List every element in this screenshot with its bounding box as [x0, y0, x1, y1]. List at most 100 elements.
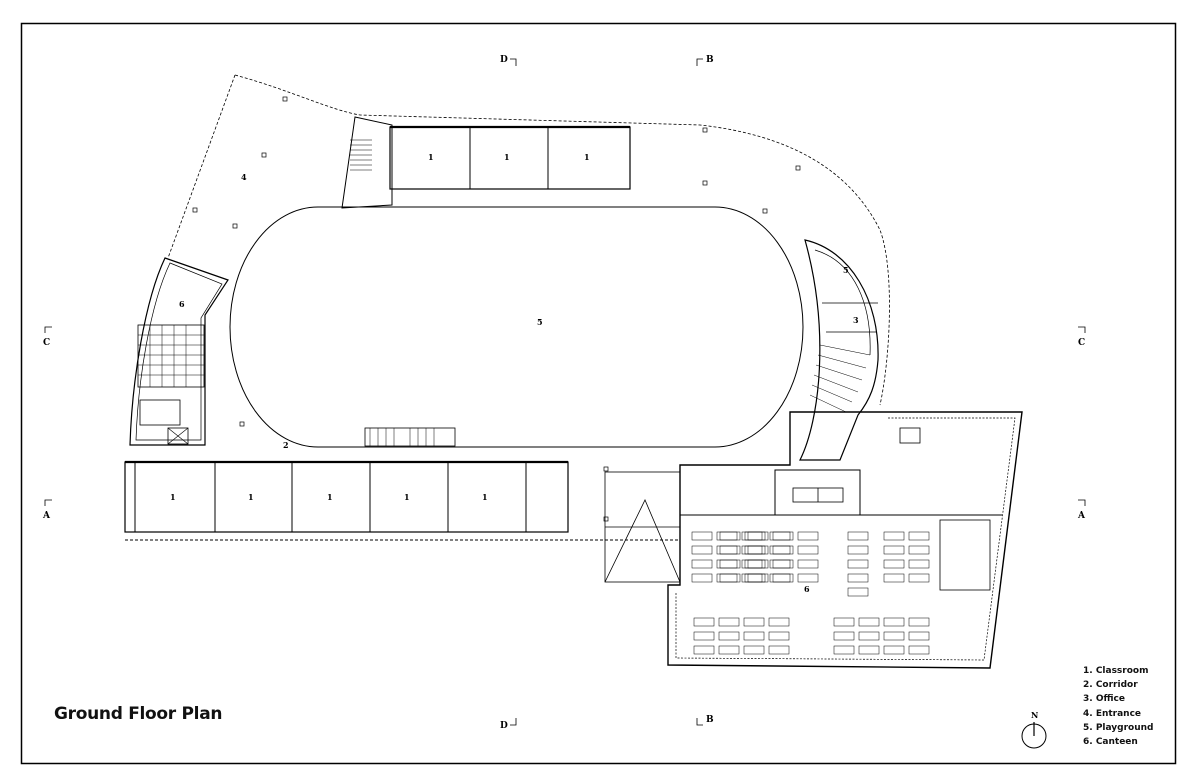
- legend-item-canteen: 6. Canteen: [1083, 737, 1138, 748]
- canteen-table: [747, 573, 769, 583]
- plan-title: Ground Floor Plan: [54, 704, 223, 724]
- canteen-table: [847, 545, 869, 555]
- playground-track: [229, 206, 804, 448]
- canteen-table: [719, 545, 741, 555]
- canteen-table: [743, 645, 765, 655]
- north-classroom-block: [341, 116, 631, 209]
- drawing-frame: [20, 22, 1177, 765]
- room-number-classroom-s2: 1: [248, 492, 254, 502]
- canteen-table: [691, 545, 713, 555]
- room-number-classroom-n1: 1: [428, 152, 434, 162]
- canteen-tables: [691, 531, 930, 655]
- canteen-block: [667, 411, 1023, 669]
- canteen-table: [847, 573, 869, 583]
- legend-item-corridor: 2. Corridor: [1083, 680, 1138, 691]
- canteen-table: [858, 645, 880, 655]
- site-boundary: [234, 74, 890, 406]
- room-number-classroom-s3: 1: [327, 492, 333, 502]
- south-classroom-block: [124, 427, 680, 541]
- canteen-table: [883, 531, 905, 541]
- canteen-table: [693, 631, 715, 641]
- legend-item-classroom: 1. Classroom: [1083, 666, 1149, 676]
- canteen-table: [797, 545, 819, 555]
- section-marker-a-left: A: [42, 511, 51, 521]
- canteen-table: [691, 573, 713, 583]
- canteen-table: [747, 545, 769, 555]
- north-label: N: [1031, 710, 1039, 720]
- room-number-classroom-s4: 1: [404, 492, 410, 502]
- canteen-table: [883, 545, 905, 555]
- room-number-playground: 5: [537, 317, 543, 327]
- canteen-table: [908, 531, 930, 541]
- site-markers: [192, 96, 801, 522]
- canteen-table: [883, 617, 905, 627]
- room-number-corridor: 2: [283, 440, 289, 450]
- canteen-table: [691, 531, 713, 541]
- section-marker-c-left: C: [43, 338, 50, 348]
- north-arrow-icon: [1021, 722, 1047, 749]
- canteen-table: [833, 645, 855, 655]
- entrance-canopy: [604, 471, 681, 583]
- east-wing-offices: [799, 239, 879, 461]
- canteen-table: [768, 645, 790, 655]
- canteen-table: [768, 631, 790, 641]
- canteen-table: [908, 573, 930, 583]
- room-number-classroom-n2: 1: [504, 152, 510, 162]
- canteen-table: [908, 545, 930, 555]
- canteen-table: [693, 645, 715, 655]
- canteen-table: [691, 559, 713, 569]
- room-number-classroom-s5: 1: [482, 492, 488, 502]
- canteen-table: [797, 573, 819, 583]
- section-marker-a-right: A: [1077, 511, 1086, 521]
- canteen-table: [772, 559, 794, 569]
- legend-item-entrance: 4. Entrance: [1083, 708, 1142, 719]
- canteen-table: [797, 531, 819, 541]
- west-wing: [129, 257, 229, 446]
- canteen-table: [743, 617, 765, 627]
- canteen-table: [908, 559, 930, 569]
- room-number-classroom-s1: 1: [170, 492, 176, 502]
- canteen-table: [718, 617, 740, 627]
- canteen-table: [847, 559, 869, 569]
- canteen-table: [719, 559, 741, 569]
- section-marker-d-bottom: D: [500, 721, 508, 731]
- canteen-table: [797, 559, 819, 569]
- section-marker-c-right: C: [1078, 338, 1085, 348]
- canteen-table: [883, 559, 905, 569]
- legend-item-office: 3. Office: [1083, 694, 1125, 705]
- canteen-table: [747, 531, 769, 541]
- room-number-canteen-west: 6: [179, 299, 185, 309]
- legend-item-playground: 5. Playground: [1083, 722, 1154, 733]
- room-number-office: 3: [853, 315, 859, 325]
- canteen-table: [719, 573, 741, 583]
- canteen-table: [772, 573, 794, 583]
- canteen-table: [858, 617, 880, 627]
- section-marker-b-top: B: [706, 55, 714, 65]
- canteen-table: [743, 631, 765, 641]
- site-boundary-west: [167, 74, 236, 259]
- canteen-table: [847, 587, 869, 597]
- section-marker-b-bottom: B: [706, 715, 714, 725]
- room-number-entrance: 4: [241, 172, 247, 182]
- canteen-table: [772, 531, 794, 541]
- canteen-table: [858, 631, 880, 641]
- canteen-table: [768, 617, 790, 627]
- canteen-table: [718, 631, 740, 641]
- canteen-table: [883, 631, 905, 641]
- room-number-playground-east: 5: [843, 265, 849, 275]
- canteen-table: [718, 645, 740, 655]
- canteen-table: [908, 645, 930, 655]
- section-marker-d-top: D: [500, 55, 508, 65]
- canteen-table: [847, 531, 869, 541]
- canteen-table: [883, 573, 905, 583]
- room-number-classroom-n3: 1: [584, 152, 590, 162]
- canteen-table: [693, 617, 715, 627]
- canteen-table: [833, 617, 855, 627]
- room-number-canteen: 6: [804, 584, 810, 594]
- canteen-table: [747, 559, 769, 569]
- canteen-table: [908, 631, 930, 641]
- canteen-table: [719, 531, 741, 541]
- legend: 1. Classroom 2. Corridor 3. Office 4. En…: [1083, 664, 1153, 749]
- canteen-table: [908, 617, 930, 627]
